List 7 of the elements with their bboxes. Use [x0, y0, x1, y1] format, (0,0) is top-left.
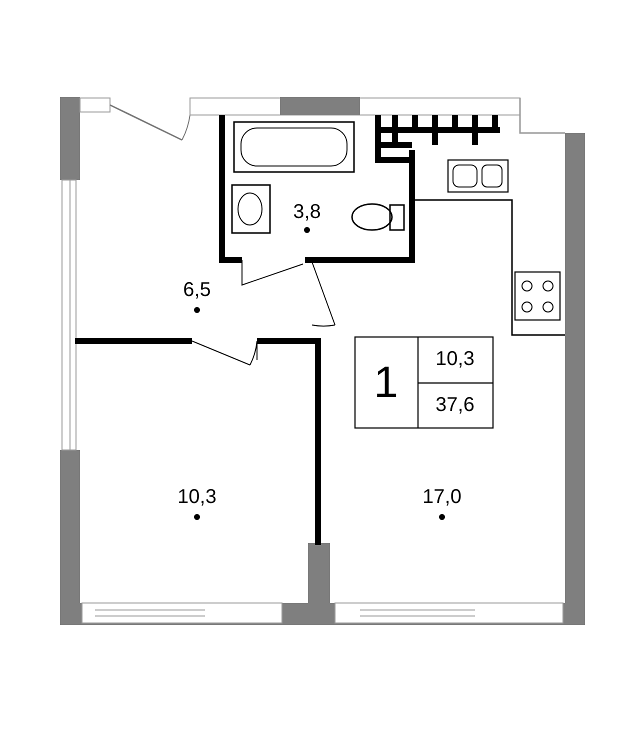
living-area: 10,3 — [436, 349, 474, 369]
room-area: 3,8 — [293, 202, 321, 222]
room-area: 17,0 — [422, 487, 462, 507]
total-area: 37,6 — [436, 395, 474, 415]
room-area: 6,5 — [183, 280, 211, 300]
room-area: 10,3 — [178, 487, 216, 507]
room-count: 1 — [374, 361, 398, 405]
